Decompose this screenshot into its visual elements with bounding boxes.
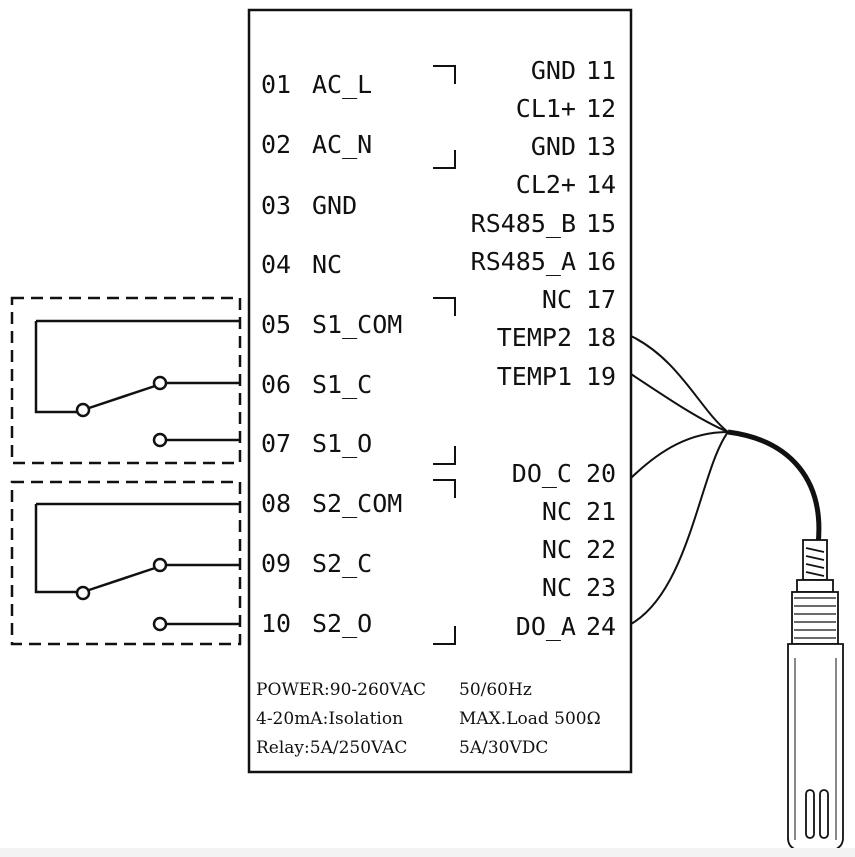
relay-dc-spec: 5A/30VDC [459,738,548,758]
terminal-12-number: 12 [586,94,616,123]
terminal-22-number: 22 [586,535,616,564]
terminal-12-label: CL1+ [516,94,576,123]
frequency-spec: 50/60Hz [459,680,532,700]
analog-output-spec: 4-20mA:Isolation [256,709,403,729]
left-terminal-list: 01 AC_L 02 AC_N 03 GND 04 NC 05 S1_COM 0… [261,70,402,638]
relay-1-dashed-box [10,296,242,465]
terminal-06-number: 06 [261,370,291,399]
terminal-05-label: S1_COM [312,310,402,339]
relay-2-closed-contact [152,557,168,573]
terminal-03-label: GND [312,191,357,220]
terminal-13-number: 13 [586,132,616,161]
terminal-02-label: AC_N [312,130,372,159]
terminal-block [247,8,633,774]
terminal-18-label: TEMP2 [497,323,572,352]
terminal-10-label: S2_O [312,609,372,638]
relay-ac-spec: Relay:5A/250VAC [256,738,407,758]
terminal-23-label: NC [542,573,572,602]
terminal-24-number: 24 [586,612,616,641]
bottom-strip [0,848,855,857]
terminal-03-number: 03 [261,191,291,220]
relay-1-open-contact [152,432,168,448]
terminal-09-label: S2_C [312,549,372,578]
terminal-09-number: 09 [261,549,291,578]
terminal-15-number: 15 [586,209,616,238]
terminal-10-number: 10 [261,609,291,638]
terminal-14-number: 14 [586,170,616,199]
terminal-17-number: 17 [586,285,616,314]
bracket-markers [433,65,456,645]
relay-1-closed-contact [152,375,168,391]
terminal-11-number: 11 [586,56,616,85]
terminal-06-label: S1_C [312,370,372,399]
terminal-23-number: 23 [586,573,616,602]
terminal-04-label: NC [312,250,342,279]
terminal-21-label: NC [542,497,572,526]
relay-2-open-contact [152,616,168,632]
probe-sensor [787,539,844,853]
terminal-24-label: DO_A [516,612,576,641]
sensor-wires [630,335,822,625]
terminal-22-label: NC [542,535,572,564]
terminal-01-number: 01 [261,70,291,99]
terminal-02-number: 02 [261,130,291,159]
terminal-21-number: 21 [586,497,616,526]
terminal-18-number: 18 [586,323,616,352]
terminal-20-label: DO_C [512,459,572,488]
relay-2-dashed-box [10,480,242,646]
relay-2-common-contact [75,585,91,601]
terminal-14-label: CL2+ [516,170,576,199]
terminal-01-label: AC_L [312,70,372,99]
relay-1-schematic [10,296,242,465]
terminal-04-number: 04 [261,250,291,279]
terminal-05-number: 05 [261,310,291,339]
terminal-15-label: RS485_B [471,209,576,238]
terminal-07-number: 07 [261,429,291,458]
terminal-16-number: 16 [586,247,616,276]
power-spec: POWER:90-260VAC [256,680,426,700]
terminal-19-label: TEMP1 [497,362,572,391]
terminal-19-number: 19 [586,362,616,391]
terminal-08-label: S2_COM [312,489,402,518]
specifications: POWER:90-260VAC 50/60Hz 4-20mA:Isolation… [256,680,601,758]
right-terminal-list: GND 11 CL1+ 12 GND 13 CL2+ 14 RS485_B 15… [471,56,616,641]
terminal-16-label: RS485_A [471,247,576,276]
max-load-spec: MAX.Load 500Ω [459,709,601,729]
terminal-08-number: 08 [261,489,291,518]
terminal-20-number: 20 [586,459,616,488]
relay-2-schematic [10,480,242,646]
relay-1-common-contact [75,402,91,418]
terminal-13-label: GND [531,132,576,161]
terminal-11-label: GND [531,56,576,85]
terminal-17-label: NC [542,285,572,314]
terminal-07-label: S1_O [312,429,372,458]
